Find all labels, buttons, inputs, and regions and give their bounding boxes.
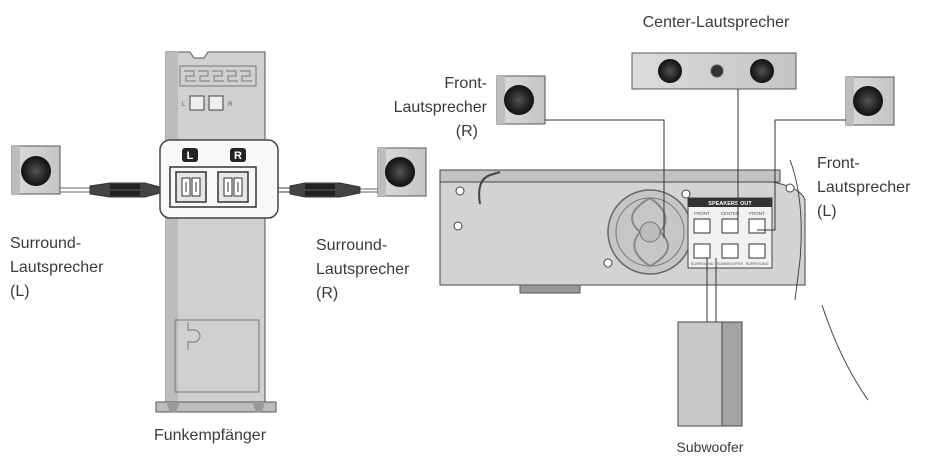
badge-left-label: L — [187, 150, 194, 162]
speakers-out-surround-right-label: SURROUND — [745, 261, 768, 266]
terminal-subwoofer — [721, 243, 739, 259]
label-front-right-line3: (R) — [456, 123, 478, 140]
terminal-label-small-l: L — [182, 102, 186, 108]
speakers-out-title: SPEAKERS OUT — [708, 201, 752, 207]
speakers-out-front-left-label: FRONT — [694, 211, 710, 216]
surround-speaker-right — [377, 147, 427, 197]
label-surround-left-line3: (L) — [10, 283, 30, 300]
label-front-right-line2: Lautsprecher — [394, 99, 488, 116]
terminal-left — [175, 171, 207, 203]
terminal-surround-left — [693, 243, 711, 259]
surround-speaker-left — [11, 145, 61, 195]
label-surround-right-line2: Lautsprecher — [316, 261, 410, 278]
front-speaker-left — [845, 76, 895, 126]
label-receiver: Funkempfänger — [154, 427, 267, 444]
speaker-cone-icon — [385, 157, 415, 187]
speakers-out-subwoofer-label: SUBWOOFER — [717, 261, 743, 266]
label-front-left-line2: Lautsprecher — [817, 179, 911, 196]
label-surround-left-line1: Surround- — [10, 235, 81, 252]
speaker-wires — [545, 89, 846, 322]
terminal-front-right — [748, 218, 766, 234]
speaker-cone-icon — [504, 85, 534, 115]
speakers-out-surround-left-label: SURROUND — [690, 261, 713, 266]
label-front-left-line3: (L) — [817, 203, 837, 220]
terminal-right — [217, 171, 249, 203]
terminal-front-left — [693, 218, 711, 234]
main-unit: SPEAKERS OUT FRONT CENTER FRONT SURROUND… — [439, 159, 869, 401]
center-speaker — [631, 52, 797, 90]
speakers-out-center-label: CENTER — [721, 211, 740, 216]
terminal-surround-right — [748, 243, 766, 259]
subwoofer-speaker — [677, 321, 743, 427]
badge-left — [182, 148, 198, 162]
badge-right-label: R — [234, 150, 242, 162]
label-front-right-line1: Front- — [444, 75, 487, 92]
wireless-receiver: L R L R — [155, 51, 279, 413]
label-center-speaker: Center-Lautsprecher — [643, 14, 790, 31]
speaker-cone-icon — [21, 156, 51, 186]
label-surround-left-line2: Lautsprecher — [10, 259, 104, 276]
terminal-label-small-r: R — [228, 102, 233, 108]
speakers-out-front-right-label: FRONT — [749, 211, 765, 216]
label-surround-right-line3: (R) — [316, 285, 338, 302]
speaker-cone-icon — [853, 86, 883, 116]
fan-icon — [607, 189, 693, 275]
front-speaker-right — [496, 75, 546, 125]
terminal-center — [721, 218, 739, 234]
label-subwoofer: Subwoofer — [677, 439, 744, 455]
label-surround-right-line1: Surround- — [316, 237, 387, 254]
label-front-left-line1: Front- — [817, 155, 860, 172]
badge-right — [230, 148, 246, 162]
speakers-out-panel: SPEAKERS OUT FRONT CENTER FRONT SURROUND… — [687, 197, 773, 269]
